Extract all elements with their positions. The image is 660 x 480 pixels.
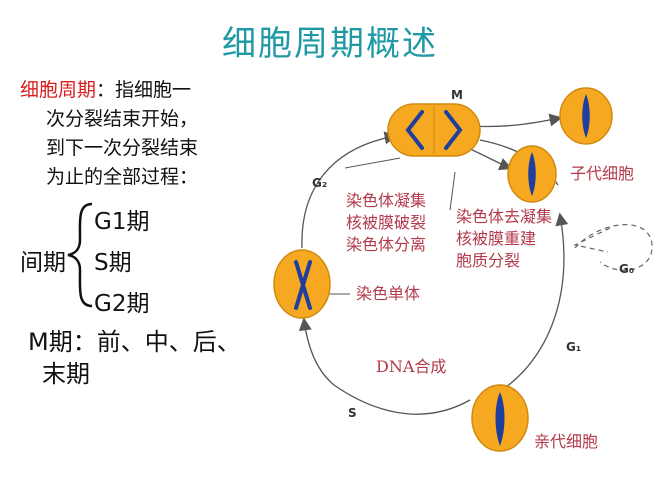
- m-phase-line-1: M期：前、中、后、: [28, 328, 241, 356]
- definition-line-1: 细胞周期：指细胞一: [20, 76, 270, 105]
- arrow-to-daughter-top: [467, 113, 563, 128]
- m-phase-line-2: 末期: [42, 360, 90, 388]
- chromatid-label: 染色单体: [356, 284, 421, 303]
- phase-m-label: M: [451, 88, 463, 102]
- cycle-arc-s: [298, 317, 471, 415]
- m-exit-events: 染色体去凝集 核被膜重建 胞质分裂: [456, 206, 552, 272]
- cycle-arc-g1: [493, 212, 569, 396]
- daughter-cell-label: 子代细胞: [570, 164, 635, 183]
- definition-term: 细胞周期: [20, 79, 97, 101]
- phase-s-label: S: [348, 406, 357, 420]
- m-exit-event: 染色体去凝集: [456, 207, 553, 226]
- definition-text: 细胞周期：指细胞一 次分裂结束开始， 到下一次分裂结束 为止的全部过程：: [20, 76, 270, 192]
- daughter-cell-top: [559, 87, 613, 145]
- definition-separator: ：: [96, 79, 116, 101]
- m-phase-text: M期：前、中、后、 末期: [28, 326, 241, 390]
- dna-synthesis-label: DNA合成: [376, 357, 447, 376]
- m-entry-event: 染色体分离: [346, 235, 427, 254]
- cycle-arc-g2: [301, 131, 398, 249]
- page-title: 细胞周期概述: [222, 24, 438, 64]
- daughter-cell-lower: [507, 145, 557, 203]
- definition-line-3: 到下一次分裂结束: [46, 137, 199, 159]
- phase-g0-label: G₀: [619, 262, 635, 276]
- g2-cell: [273, 249, 331, 319]
- m-exit-event: 胞质分裂: [456, 251, 521, 270]
- definition-line-1-rest: 指细胞一: [115, 79, 192, 101]
- parent-cell: [471, 384, 529, 452]
- m-entry-event: 染色体凝集: [346, 191, 427, 210]
- m-entry-events: 染色体凝集 核被膜破裂 染色体分离: [346, 190, 426, 256]
- g0-loop: [574, 224, 653, 271]
- interphase-label: 间期: [20, 250, 66, 276]
- g1-phase-item: G1期: [94, 209, 150, 235]
- phase-g1-label: G₁: [566, 340, 582, 354]
- s-phase-item: S期: [94, 250, 132, 276]
- definition-line-4: 为止的全部过程：: [46, 166, 199, 188]
- phase-g2-label: G₂: [312, 176, 328, 190]
- m-entry-event: 核被膜破裂: [346, 213, 427, 232]
- mitotic-cell: [387, 103, 481, 157]
- parent-cell-label: 亲代细胞: [534, 432, 599, 451]
- definition-line-2: 次分裂结束开始，: [46, 108, 199, 130]
- m-exit-event: 核被膜重建: [456, 229, 537, 248]
- g0-loop-arrow: [573, 227, 611, 253]
- arrow-to-daughter-lower: [467, 147, 513, 171]
- g2-phase-item: G2期: [94, 291, 150, 317]
- interphase-brace: [67, 202, 93, 308]
